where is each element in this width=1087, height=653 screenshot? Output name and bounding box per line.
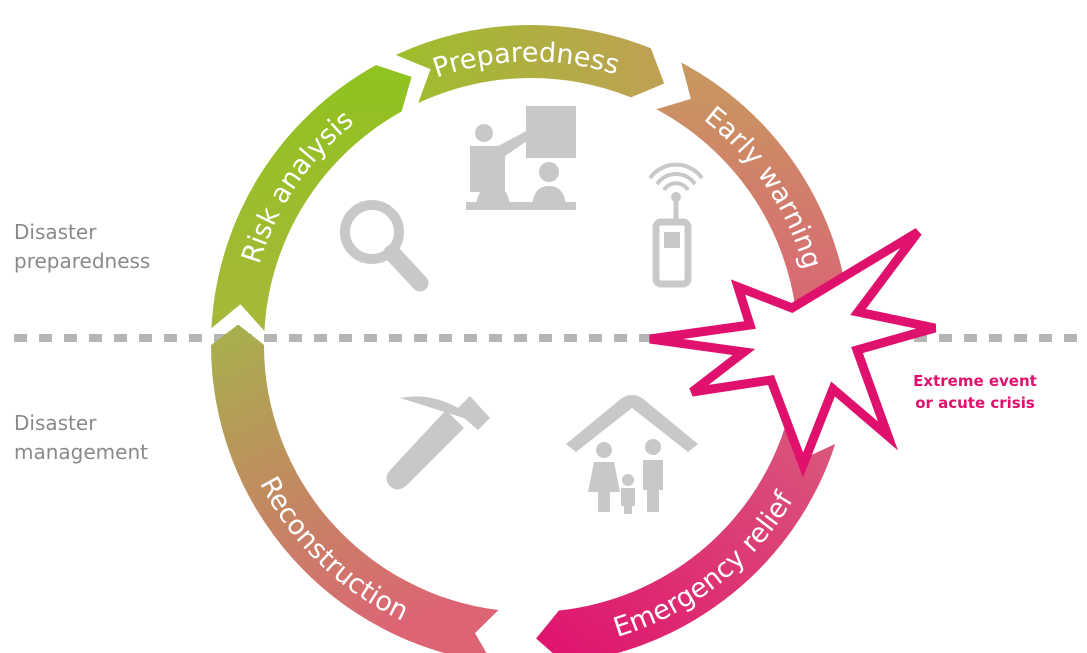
side-label-management: Disaster management: [14, 409, 148, 467]
segment-preparedness: [395, 25, 665, 103]
side-label-preparedness: Disaster preparedness: [14, 218, 150, 276]
hammer-icon: [386, 396, 490, 490]
side-label-line: management: [14, 440, 148, 464]
segment-early-warning: [656, 62, 849, 335]
magnifier-icon: [340, 200, 429, 292]
side-label-line: preparedness: [14, 249, 151, 273]
family-shelter-icon: [566, 395, 698, 514]
event-label-line: or acute crisis: [915, 394, 1035, 412]
event-label-line: Extreme event: [913, 372, 1037, 390]
extreme-event-label: Extreme event or acute crisis: [890, 370, 1060, 414]
segment-reconstruction: [211, 324, 499, 653]
cycle-ring: [211, 25, 849, 653]
mobile-signal-icon: [648, 162, 704, 288]
side-label-line: Disaster: [14, 411, 97, 435]
side-label-line: Disaster: [14, 220, 97, 244]
extreme-event-star-icon: [649, 228, 937, 478]
segment-emergency-relief: [536, 427, 836, 653]
teacher-presentation-icon: [466, 106, 576, 210]
segment-risk-analysis: [211, 65, 412, 331]
segment-label-reconstruction: Reconstruction: [253, 472, 413, 628]
